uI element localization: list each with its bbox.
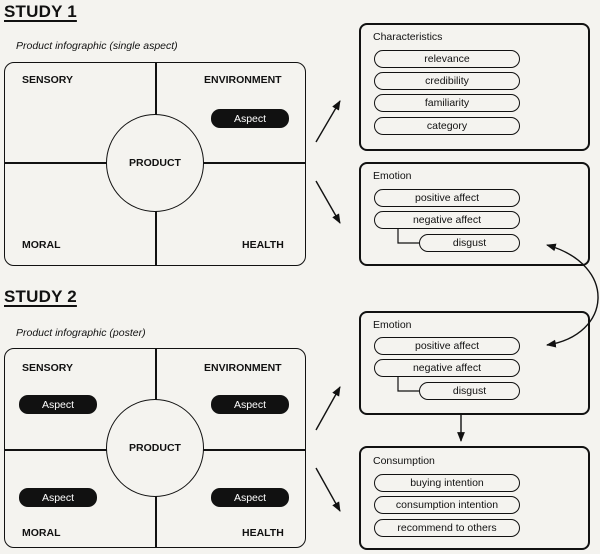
study2-product-circle: PRODUCT [106,399,204,497]
study1-emotion-title: Emotion [373,170,412,182]
characteristics-title: Characteristics [373,31,443,43]
study1-quadrant-environment: ENVIRONMENT [204,74,282,86]
study2-title: STUDY 2 [4,287,77,306]
study2-subtitle: Product infographic (poster) [16,327,146,339]
study1-aspect-pill: Aspect [211,109,289,128]
study1-title: STUDY 1 [4,2,77,21]
study1-disgust-bracket [397,229,419,244]
arrow-to-study1-emotion [315,180,341,224]
study2-quadrant-moral: MORAL [22,527,61,539]
arrow-to-characteristics [315,100,341,143]
study2-aspect-pill-moral: Aspect [19,488,97,507]
consumption-item-recommend: recommend to others [374,519,520,537]
characteristics-item-credibility: credibility [374,72,520,90]
arrow-to-consumption [315,467,341,512]
study2-aspect-pill-sensory: Aspect [19,395,97,414]
characteristics-item-familiarity: familiarity [374,94,520,112]
study2-emotion-title: Emotion [373,319,412,331]
study1-emotion-negative-affect: negative affect [374,211,520,229]
study1-quadrant-sensory: SENSORY [22,74,73,86]
study2-emotion-disgust: disgust [419,382,520,400]
study1-product-circle: PRODUCT [106,114,204,212]
study2-quadrant-environment: ENVIRONMENT [204,362,282,374]
arrow-to-study2-emotion [315,386,341,431]
study1-emotion-positive-affect: positive affect [374,189,520,207]
consumption-item-consumption-intention: consumption intention [374,496,520,514]
study1-emotion-disgust: disgust [419,234,520,252]
study2-quadrant-health: HEALTH [242,527,284,539]
study2-emotion-positive-affect: positive affect [374,337,520,355]
study2-quadrant-sensory: SENSORY [22,362,73,374]
study1-subtitle: Product infographic (single aspect) [16,40,178,52]
emotion-link-curve [546,243,599,348]
study2-aspect-pill-environment: Aspect [211,395,289,414]
study2-aspect-pill-health: Aspect [211,488,289,507]
study2-emotion-negative-affect: negative affect [374,359,520,377]
characteristics-item-category: category [374,117,520,135]
study2-disgust-bracket [397,377,419,392]
consumption-item-buying-intention: buying intention [374,474,520,492]
characteristics-item-relevance: relevance [374,50,520,68]
consumption-title: Consumption [373,455,435,467]
study1-quadrant-moral: MORAL [22,239,61,251]
study1-quadrant-health: HEALTH [242,239,284,251]
